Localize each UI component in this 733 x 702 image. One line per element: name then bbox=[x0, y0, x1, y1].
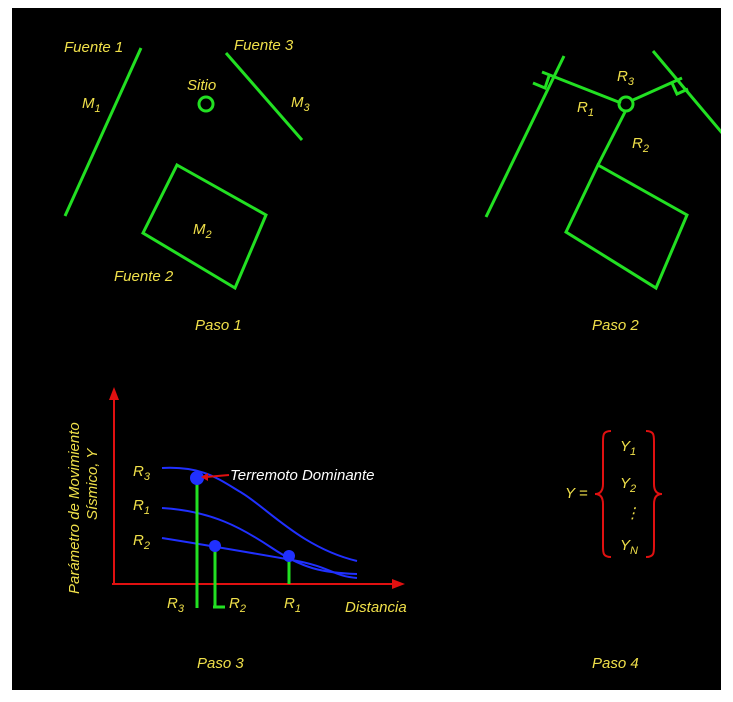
curve-label-r2: R2 bbox=[133, 532, 150, 552]
r3-distance-line bbox=[632, 76, 683, 102]
paso4-lhs: Y = bbox=[565, 485, 588, 502]
r1-label: R1 bbox=[577, 99, 594, 119]
sitio-site-marker bbox=[197, 95, 215, 113]
paso2-panel: R1 R3 R2 Paso 2 bbox=[484, 50, 721, 334]
y2-term: Y2 bbox=[620, 475, 636, 495]
annotation-label: Terremoto Dominante bbox=[230, 467, 375, 484]
annotation-arrowhead bbox=[201, 473, 208, 481]
annotation-arrow-line bbox=[205, 474, 230, 478]
diagram-canvas: Fuente 1 Fuente 3 Fuente 2 Sitio M1 M3 M… bbox=[12, 8, 721, 690]
r2-label: R2 bbox=[632, 135, 649, 155]
point-r1 bbox=[283, 550, 295, 562]
fuente2-area-step2 bbox=[564, 162, 689, 291]
curve-r3 bbox=[161, 466, 358, 562]
paso3-caption: Paso 3 bbox=[197, 655, 244, 672]
curve-label-r3: R3 bbox=[133, 463, 151, 483]
fuente2-label: Fuente 2 bbox=[114, 268, 174, 285]
m1-label: M1 bbox=[82, 95, 101, 115]
paso2-caption: Paso 2 bbox=[592, 317, 639, 334]
y-axis-label-line2: Sísmico, Y bbox=[84, 448, 101, 520]
left-brace bbox=[594, 430, 612, 558]
x-axis-label: Distancia bbox=[345, 599, 407, 616]
y1-term: Y1 bbox=[620, 438, 636, 458]
paso1-caption: Paso 1 bbox=[195, 317, 242, 334]
site-marker-step2 bbox=[617, 95, 635, 113]
fuente3-label: Fuente 3 bbox=[234, 37, 294, 54]
tick-label-r1: R1 bbox=[284, 595, 301, 615]
r1-distance-line bbox=[541, 70, 622, 105]
sitio-label: Sitio bbox=[187, 77, 216, 94]
m3-label: M3 bbox=[291, 94, 311, 114]
y-axis-label-line1: Parámetro de Movimiento bbox=[66, 422, 83, 594]
fuente1-line-step2 bbox=[484, 55, 566, 218]
tick-label-r2: R2 bbox=[229, 595, 246, 615]
fuente1-label: Fuente 1 bbox=[64, 39, 123, 56]
y-axis-arrowhead bbox=[109, 387, 119, 400]
fuente3-line-step2 bbox=[651, 50, 721, 135]
tick-label-r3: R3 bbox=[167, 595, 185, 615]
fuente2-area bbox=[141, 162, 268, 291]
right-brace bbox=[645, 430, 663, 558]
m2-label: M2 bbox=[193, 221, 212, 241]
paso1-panel: Fuente 1 Fuente 3 Fuente 2 Sitio M1 M3 M… bbox=[63, 37, 311, 334]
r2-distance-line bbox=[596, 111, 627, 166]
right-angle-marker-3 bbox=[670, 82, 689, 96]
right-angle-marker-1 bbox=[532, 75, 551, 91]
x-axis-arrowhead bbox=[392, 579, 405, 589]
curve-r1 bbox=[161, 507, 358, 575]
paso3-panel: Terremoto Dominante R3 R1 R2 R3 R2 R1 Di… bbox=[66, 387, 407, 672]
yn-term: YN bbox=[620, 537, 638, 557]
paso4-caption: Paso 4 bbox=[592, 655, 639, 672]
fuente3-line bbox=[224, 52, 304, 141]
fuente1-line bbox=[63, 47, 143, 217]
paso4-panel: Y = Y1 Y2 ⋮ YN Paso 4 bbox=[565, 430, 663, 672]
ellipsis-dots: ⋮ bbox=[625, 505, 640, 522]
dominant-point-r3 bbox=[190, 471, 204, 485]
curve-label-r1: R1 bbox=[133, 497, 150, 517]
r3-label: R3 bbox=[617, 68, 635, 88]
point-r2 bbox=[209, 540, 221, 552]
